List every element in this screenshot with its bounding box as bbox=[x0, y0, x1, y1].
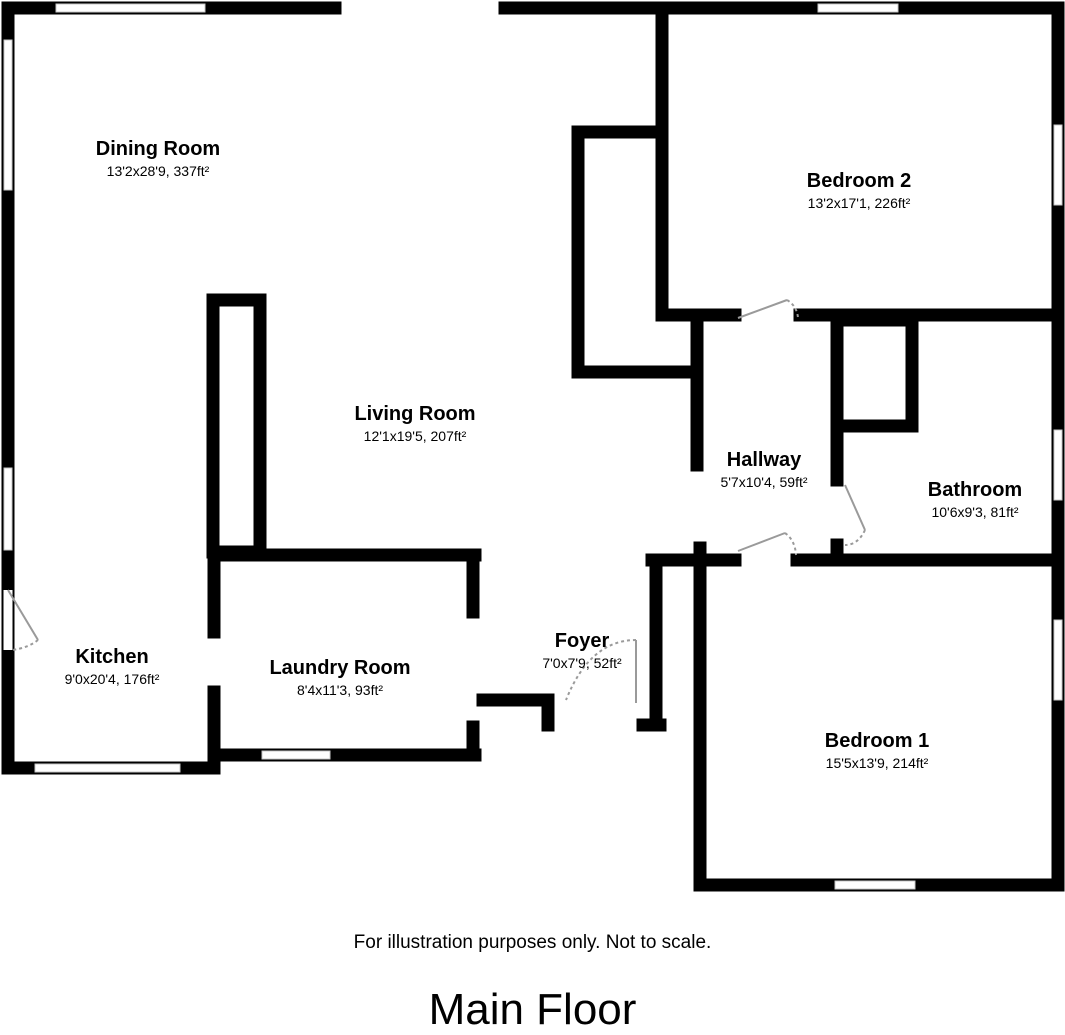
door-leaf bbox=[737, 532, 786, 552]
room-dining-room: Dining Room 13'2x28'9, 337ft² bbox=[96, 137, 220, 181]
window-frame bbox=[3, 39, 13, 191]
disclaimer-text: For illustration purposes only. Not to s… bbox=[353, 932, 712, 953]
window-edges bbox=[3, 3, 1063, 890]
room-bathroom: Bathroom 10'6x9'3, 81ft² bbox=[928, 478, 1022, 522]
room-name: Foyer bbox=[554, 630, 610, 652]
wall bbox=[206, 293, 267, 559]
room-living-room: Living Room 12'1x19'5, 207ft² bbox=[354, 402, 475, 446]
room-name: Laundry Room bbox=[269, 657, 411, 679]
room-foyer: Foyer 7'0x7'9, 52ft² bbox=[542, 629, 621, 673]
window-frame bbox=[1053, 429, 1063, 501]
window-frame bbox=[3, 467, 13, 551]
room-dimensions: 15'5x13'9, 214ft² bbox=[825, 755, 929, 771]
room-dimensions: 12'1x19'5, 207ft² bbox=[363, 428, 467, 444]
door-swing bbox=[565, 639, 637, 701]
room-dimensions: 13'2x17'1, 226ft² bbox=[807, 195, 911, 211]
window-frame bbox=[261, 750, 331, 760]
door-swing bbox=[784, 532, 797, 556]
room-kitchen: Kitchen 9'0x20'4, 176ft² bbox=[65, 645, 160, 689]
doors bbox=[7, 299, 866, 703]
door-swing bbox=[786, 299, 799, 319]
room-name: Bedroom 2 bbox=[806, 170, 912, 192]
window-frame bbox=[1053, 124, 1063, 206]
room-bedroom-2: Bedroom 2 13'2x17'1, 226ft² bbox=[807, 169, 911, 213]
window-frame bbox=[834, 880, 916, 890]
room-bedroom-1: Bedroom 1 15'5x13'9, 214ft² bbox=[825, 729, 929, 773]
room-dimensions: 8'4x11'3, 93ft² bbox=[296, 682, 384, 698]
room-name: Living Room bbox=[354, 403, 476, 425]
door-swing bbox=[844, 529, 866, 546]
room-name: Bedroom 1 bbox=[824, 730, 930, 752]
room-name: Hallway bbox=[726, 449, 802, 471]
walls bbox=[1, 1, 1065, 892]
room-dimensions: 10'6x9'3, 81ft² bbox=[931, 504, 1019, 520]
room-dimensions: 13'2x28'9, 337ft² bbox=[106, 163, 210, 179]
room-dimensions: 7'0x7'9, 52ft² bbox=[542, 655, 622, 671]
room-name: Bathroom bbox=[927, 479, 1023, 501]
room-name: Dining Room bbox=[95, 138, 221, 160]
window-frame bbox=[34, 763, 181, 773]
door-leaf bbox=[737, 299, 788, 319]
floor-title: Main Floor bbox=[428, 985, 637, 1034]
room-dimensions: 9'0x20'4, 176ft² bbox=[64, 671, 160, 687]
door-leaf bbox=[844, 484, 866, 531]
windows bbox=[3, 3, 1063, 890]
room-hallway: Hallway 5'7x10'4, 59ft² bbox=[720, 448, 807, 492]
window-frame bbox=[817, 3, 899, 13]
room-dimensions: 5'7x10'4, 59ft² bbox=[720, 474, 808, 490]
window-frame bbox=[55, 3, 206, 13]
door-leaf bbox=[7, 589, 39, 641]
room-name: Kitchen bbox=[75, 646, 149, 668]
room-laundry-room: Laundry Room 8'4x11'3, 93ft² bbox=[269, 656, 410, 700]
window-frame bbox=[1053, 619, 1063, 701]
door-swing bbox=[11, 639, 39, 651]
wall bbox=[830, 313, 919, 433]
